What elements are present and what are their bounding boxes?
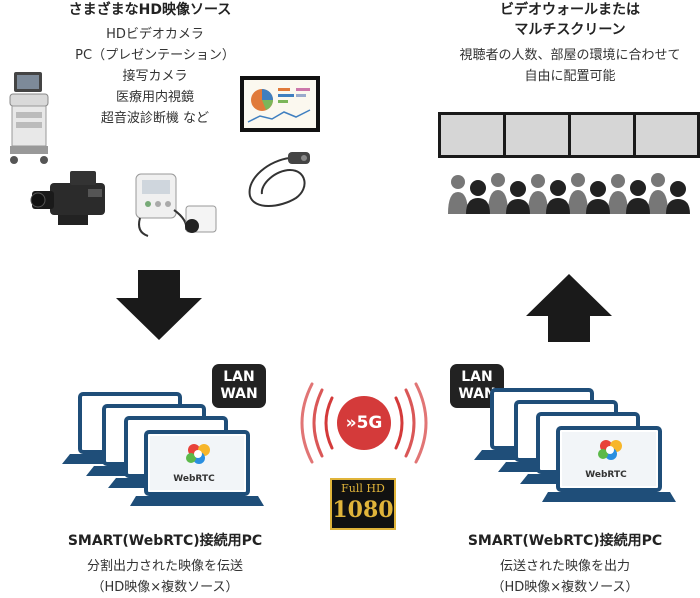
right-pc-title: SMART(WebRTC)接続用PC [467,533,663,549]
presentation-monitor-icon [240,76,320,132]
left-webrtc-label: WebRTC [173,474,215,484]
endoscope-icon [248,152,310,207]
source-item: PC（プレゼンテーション） [75,48,235,63]
signal-5g-icon [300,382,428,464]
source-item: 超音波診断機 など [100,111,210,126]
left-pc-desc-line: 分割出力された映像を伝送 [86,559,243,574]
output-description: 視聴者の人数、部屋の環境に合わせて 自由に配置可能 [425,45,700,87]
right-laptop-stack [474,388,676,502]
source-title: さまざまなHD映像ソース [68,2,232,18]
left-pc-desc-line: （HD映像×複数ソース） [91,580,239,595]
full-hd-label: Full HD [341,482,385,495]
ultrasound-machine-icon [9,72,49,164]
left-laptop-stack [62,392,264,506]
audience-icon [448,173,690,214]
video-camera-icon [30,171,105,225]
laptop-icon [542,426,676,502]
output-desc-line: 視聴者の人数、部屋の環境に合わせて [459,48,681,63]
left-pc-description: 分割出力された映像を伝送 （HD映像×複数ソース） [40,556,290,598]
right-pc-description: 伝送された映像を出力 （HD映像×複数ソース） [440,556,690,598]
resolution-label: 1080 [332,497,394,523]
badge-line: LAN [461,369,493,385]
badge-line: LAN [223,369,255,385]
laptop-icon [130,430,264,506]
source-item: HDビデオカメラ [106,27,204,42]
output-title-line: マルチスクリーン [514,22,626,38]
right-pc-desc-line: 伝送された映像を出力 [499,559,630,574]
badge-line: WAN [220,386,258,402]
video-wall-icon [438,112,700,158]
output-title-line: ビデオウォールまたは [500,2,640,18]
right-webrtc-label: WebRTC [585,470,627,480]
source-list: HDビデオカメラ PC（プレゼンテーション） 接写カメラ 医療用内視鏡 超音波診… [20,24,290,129]
right-pc-desc-line: （HD映像×複数ソース） [491,580,639,595]
source-item: 接写カメラ [122,69,188,84]
webrtc-logo-icon [186,444,210,464]
signal-5g-label: »5G [345,413,383,433]
left-network-badge: LAN WAN [212,364,266,408]
full-hd-badge-icon: Full HD 1080 [330,478,396,530]
close-up-camera-icon [135,173,217,237]
left-pc-title: SMART(WebRTC)接続用PC [67,533,263,549]
output-desc-line: 自由に配置可能 [524,69,616,84]
source-item: 医療用内視鏡 [115,90,194,105]
output-title: ビデオウォールまたは マルチスクリーン [450,0,690,40]
badge-line: WAN [458,386,496,402]
up-arrow-icon [526,274,612,342]
down-arrow-icon [116,270,202,340]
webrtc-logo-icon [598,440,622,460]
